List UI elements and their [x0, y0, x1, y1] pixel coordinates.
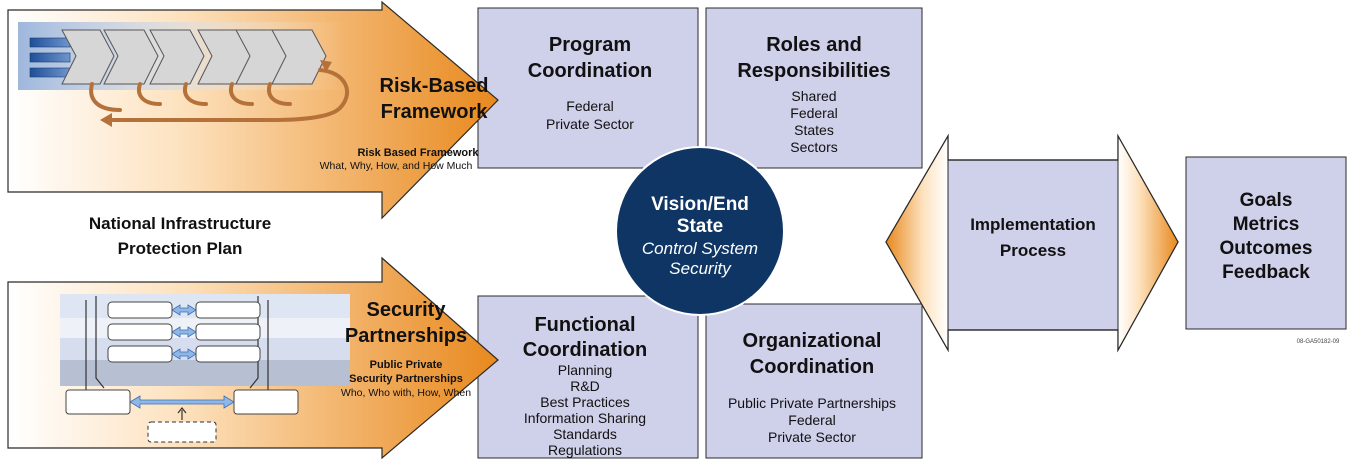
vision-title: State	[677, 216, 723, 237]
feedback-arrowhead-icon	[100, 113, 112, 127]
roles-item: Federal	[790, 105, 837, 121]
feedback-arrowhead-icon	[320, 60, 332, 72]
roles-item: Shared	[791, 88, 836, 104]
organizational-coordination-title: Coordination	[750, 356, 874, 378]
vision-subtitle: Security	[669, 259, 732, 278]
functional-coordination-box	[477, 295, 699, 459]
roles-title: Responsibilities	[737, 60, 890, 82]
partner-box	[107, 323, 173, 341]
security-partnerships-subtext: Who, Who with, How, When	[341, 387, 471, 399]
security-partnerships-subtitle: Security Partnerships	[349, 373, 463, 385]
partnership-connectors	[85, 296, 269, 392]
partner-box	[195, 345, 261, 363]
implementation-title: Implementation	[970, 215, 1096, 234]
implementation-title: Process	[1000, 241, 1066, 260]
risk-based-subtext: What, Why, How, and How Much	[320, 160, 473, 172]
goals-item: Goals	[1240, 190, 1293, 211]
partner-box	[195, 323, 261, 341]
organizational-coordination-item: Federal	[788, 412, 835, 428]
program-coordination-item: Private Sector	[546, 116, 634, 132]
input-bar	[29, 52, 71, 63]
organizational-coordination-item: Private Sector	[768, 429, 856, 445]
nipp-title: National Infrastructure	[89, 214, 271, 233]
functional-coordination-title: Functional	[534, 314, 635, 336]
input-bar	[29, 37, 71, 48]
process-chevron	[61, 29, 115, 85]
roles-responsibilities-box	[705, 7, 923, 169]
roles-title: Roles and	[766, 34, 862, 56]
partner-box	[233, 389, 299, 415]
dashed-partner-box	[147, 421, 217, 443]
implementation-outline	[885, 133, 1179, 353]
roles-item: Sectors	[790, 139, 837, 155]
functional-coordination-item: Information Sharing	[524, 410, 646, 426]
risk-based-title: Risk-Based	[380, 75, 489, 97]
program-coordination-box	[477, 7, 699, 169]
process-chevron	[149, 29, 205, 85]
partner-link-arrows	[129, 304, 235, 409]
functional-coordination-item: Standards	[553, 426, 617, 442]
left-arrowhead-shade	[886, 136, 948, 350]
vision-title: Vision/End	[651, 194, 749, 215]
security-partnerships-title: Security	[367, 299, 447, 321]
goals-item: Outcomes	[1220, 238, 1313, 259]
goals-item: Feedback	[1222, 262, 1310, 283]
process-chevron	[103, 29, 159, 85]
program-coordination-title: Program	[549, 34, 631, 56]
organizational-coordination-box	[705, 303, 923, 459]
process-chevron	[271, 29, 327, 85]
up-arrow-icon	[177, 407, 187, 420]
partner-boxes	[65, 301, 299, 415]
roles-item: States	[794, 122, 834, 138]
organizational-coordination-title: Organizational	[743, 330, 882, 352]
functional-coordination-title: Coordination	[523, 339, 647, 361]
security-partnerships-subtitle: Public Private	[370, 359, 443, 371]
partner-box	[65, 389, 131, 415]
goals-item: Metrics	[1233, 214, 1300, 235]
feedback-arrows	[89, 68, 350, 122]
goals-box	[1185, 156, 1347, 330]
partner-box	[107, 301, 173, 319]
functional-coordination-item: Planning	[558, 362, 613, 378]
risk-based-title: Framework	[381, 101, 489, 123]
nipp-title: Protection Plan	[118, 239, 243, 258]
program-coordination-title: Coordination	[528, 60, 652, 82]
vision-subtitle: Control System	[642, 239, 758, 258]
functional-coordination-item: Regulations	[548, 442, 622, 458]
organizational-coordination-item: Public Private Partnerships	[728, 395, 896, 411]
input-bar	[29, 67, 71, 78]
program-coordination-item: Federal	[566, 98, 613, 114]
functional-coordination-item: Best Practices	[540, 394, 629, 410]
figure-id: 08-GA50182-09	[1297, 339, 1340, 345]
security-partnerships-title: Partnerships	[345, 325, 467, 347]
functional-coordination-item: R&D	[570, 378, 600, 394]
risk-based-subtitle: Risk Based Framework	[357, 147, 479, 159]
partner-box	[195, 301, 261, 319]
right-arrowhead-shade	[1118, 136, 1178, 350]
vision-circle	[615, 146, 785, 316]
partner-box	[107, 345, 173, 363]
process-chevrons	[61, 29, 327, 85]
